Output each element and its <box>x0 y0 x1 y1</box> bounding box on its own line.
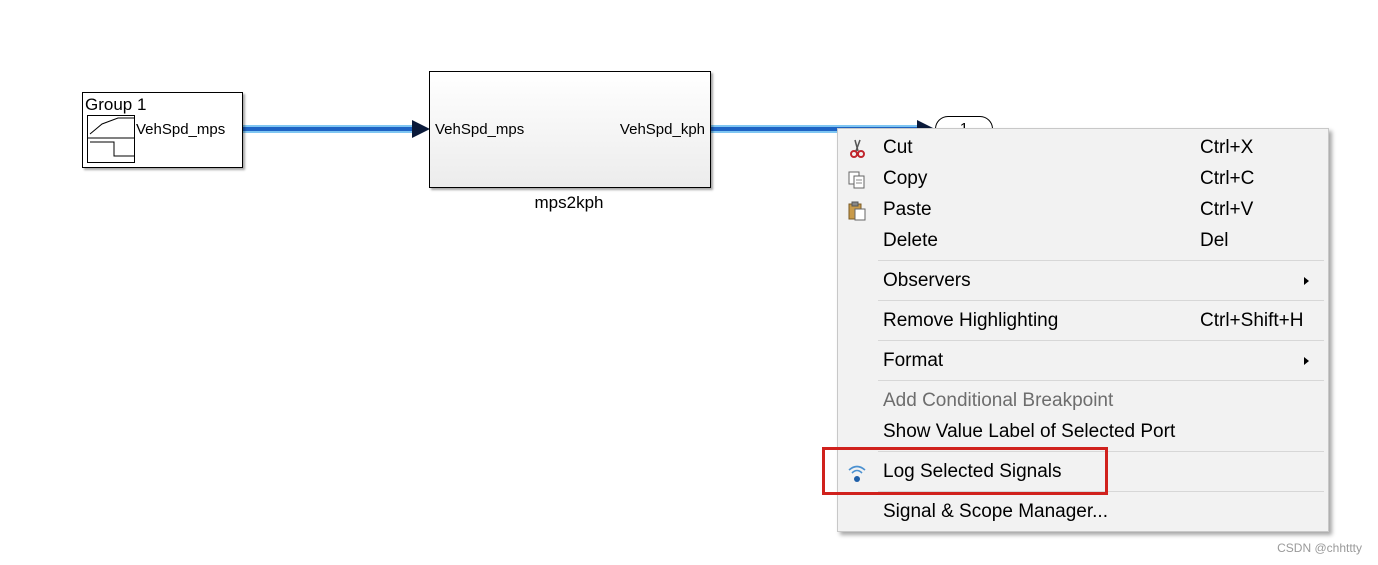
menu-item-label: Copy <box>883 168 928 189</box>
menu-item-label: Add Conditional Breakpoint <box>883 390 1114 411</box>
scissors-icon <box>846 138 868 160</box>
menu-item-shortcut: Ctrl+C <box>1200 168 1255 189</box>
menu-separator <box>878 300 1324 301</box>
menu-item-cut[interactable]: Cut Ctrl+X <box>838 133 1328 163</box>
menu-item-label: Paste <box>883 199 932 220</box>
menu-separator <box>878 340 1324 341</box>
menu-item-shortcut: Ctrl+X <box>1200 137 1254 158</box>
menu-item-signal-scope-manager[interactable]: Signal & Scope Manager... <box>838 497 1328 527</box>
menu-item-label: Observers <box>883 270 971 291</box>
subsystem-name: mps2kph <box>534 193 604 212</box>
menu-item-label: Log Selected Signals <box>883 461 1062 482</box>
menu-item-add-conditional-breakpoint: Add Conditional Breakpoint <box>838 386 1328 416</box>
copy-icon <box>846 169 868 191</box>
menu-item-label: Signal & Scope Manager... <box>883 501 1108 522</box>
signal-line-subsystem-to-outport[interactable] <box>710 127 920 131</box>
group-block-title: Group 1 <box>85 95 147 114</box>
context-menu: Cut Ctrl+X Copy Ctrl+C Paste Ctrl+V Dele… <box>837 128 1329 532</box>
watermark: CSDN @chhttty <box>1277 541 1362 555</box>
highlight-annotation-box <box>822 447 1108 495</box>
menu-item-copy[interactable]: Copy Ctrl+C <box>838 164 1328 194</box>
mps2kph-subsystem-block[interactable]: VehSpd_mps VehSpd_kph <box>429 71 711 188</box>
group-block-port-label: VehSpd_mps <box>136 121 226 138</box>
submenu-arrow-icon <box>1304 277 1309 285</box>
menu-item-label: Delete <box>883 230 938 251</box>
menu-item-log-selected-signals[interactable]: Log Selected Signals <box>838 457 1328 487</box>
menu-separator <box>878 491 1324 492</box>
menu-separator <box>878 380 1324 381</box>
signal-line-group-to-subsystem[interactable] <box>242 127 416 131</box>
menu-item-label: Format <box>883 350 944 371</box>
menu-item-label: Remove Highlighting <box>883 310 1059 331</box>
menu-item-label: Cut <box>883 137 913 158</box>
subsystem-input-port-label: VehSpd_mps <box>435 121 525 138</box>
menu-item-format[interactable]: Format <box>838 346 1328 376</box>
menu-item-observers[interactable]: Observers <box>838 266 1328 296</box>
subsystem-input-arrow <box>412 120 430 138</box>
menu-item-show-value-label[interactable]: Show Value Label of Selected Port <box>838 417 1328 447</box>
menu-item-paste[interactable]: Paste Ctrl+V <box>838 195 1328 225</box>
menu-item-shortcut: Del <box>1200 230 1229 251</box>
subsystem-output-port-label: VehSpd_kph <box>619 121 705 138</box>
menu-item-shortcut: Ctrl+V <box>1200 199 1254 220</box>
menu-separator <box>878 260 1324 261</box>
paste-icon <box>846 200 868 222</box>
menu-item-label: Show Value Label of Selected Port <box>883 421 1176 442</box>
menu-item-delete[interactable]: Delete Del <box>838 226 1328 256</box>
signal-waveform-icon <box>87 115 135 163</box>
menu-item-remove-highlighting[interactable]: Remove Highlighting Ctrl+Shift+H <box>838 306 1328 336</box>
menu-separator <box>878 451 1324 452</box>
log-signal-icon <box>846 462 868 484</box>
menu-item-shortcut: Ctrl+Shift+H <box>1200 310 1304 331</box>
submenu-arrow-icon <box>1304 357 1309 365</box>
signal-builder-block[interactable]: Group 1 VehSpd_mps <box>82 92 243 168</box>
